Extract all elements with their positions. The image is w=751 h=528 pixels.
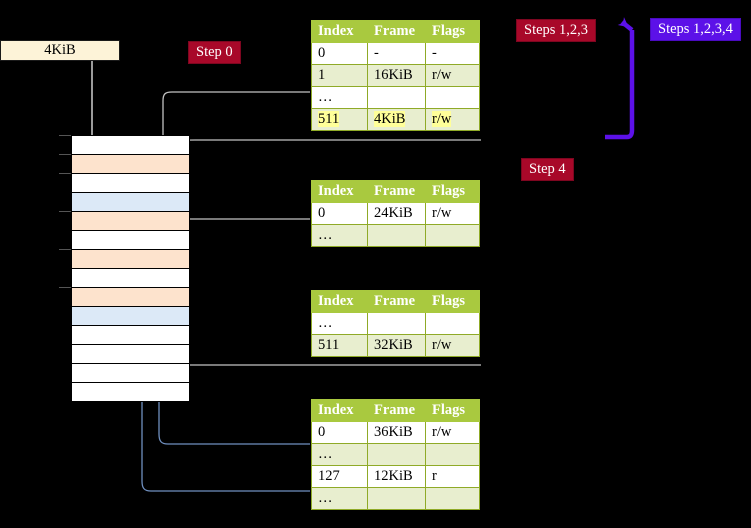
column-header-flags: Flags — [425, 180, 480, 203]
frame-size-label: 4KiB — [0, 40, 120, 61]
memory-tick — [59, 173, 71, 174]
cell-index: 1 — [311, 64, 368, 87]
badge-step-4: Step 4 — [521, 158, 574, 181]
column-header-flags: Flags — [425, 399, 480, 422]
cell-index: 127 — [311, 465, 368, 488]
cell-frame — [367, 487, 426, 510]
memory-tick — [59, 211, 71, 212]
cell-index: … — [311, 443, 368, 466]
cell-flags — [425, 487, 480, 510]
column-header-frame: Frame — [367, 290, 426, 313]
highlighted-value: r/w — [432, 111, 452, 127]
cell-frame: - — [367, 42, 426, 65]
cell-index: … — [311, 312, 368, 335]
cell-frame: 36KiB — [367, 421, 426, 444]
cell-frame — [367, 312, 426, 335]
memory-frame-row — [72, 344, 189, 363]
table-row: 511 4KiB r/w — [311, 108, 480, 131]
cell-frame — [367, 224, 426, 247]
table-row: 0-- — [311, 42, 480, 65]
column-header-frame: Frame — [367, 20, 426, 43]
memory-frame-row — [72, 325, 189, 344]
badge-steps-123: Steps 1,2,3 — [516, 19, 597, 42]
cell-frame — [367, 86, 426, 109]
cell-index: … — [311, 487, 368, 510]
physical-memory-column — [71, 135, 190, 402]
memory-frame-row — [72, 230, 189, 249]
table-row: … — [311, 443, 480, 466]
wire-steps1234-bracket — [605, 30, 635, 140]
cell-frame: 24KiB — [367, 202, 426, 225]
cell-flags: - — [425, 42, 480, 65]
memory-frame-row — [72, 268, 189, 287]
column-header-flags: Flags — [425, 20, 480, 43]
cell-flags: r/w — [425, 421, 480, 444]
cell-flags — [425, 224, 480, 247]
column-header-index: Index — [311, 180, 368, 203]
memory-frame-row — [72, 306, 189, 325]
column-header-flags: Flags — [425, 290, 480, 313]
badge-steps-1234: Steps 1,2,3,4 — [650, 18, 741, 41]
memory-tick — [59, 287, 71, 288]
memory-frame-row — [72, 363, 189, 382]
cell-index: … — [311, 224, 368, 247]
cell-frame: 32KiB — [367, 334, 426, 357]
memory-frame-row — [72, 173, 189, 192]
cell-flags: r/w — [425, 334, 480, 357]
table-row: … — [311, 487, 480, 510]
cell-flags — [425, 312, 480, 335]
cell-index: 511 — [311, 108, 368, 131]
badge-step-0: Step 0 — [188, 41, 241, 64]
column-header-index: Index — [311, 399, 368, 422]
column-header-index: Index — [311, 20, 368, 43]
memory-frame-row — [72, 211, 189, 230]
memory-frame-row — [72, 287, 189, 306]
cell-flags: r — [425, 465, 480, 488]
cell-index: … — [311, 86, 368, 109]
cell-index: 0 — [311, 202, 368, 225]
table-row: … — [311, 224, 480, 247]
table-row: … — [311, 86, 480, 109]
column-header-frame: Frame — [367, 180, 426, 203]
memory-frame-row — [72, 154, 189, 173]
cell-index: 0 — [311, 42, 368, 65]
cell-frame — [367, 443, 426, 466]
cell-flags — [425, 86, 480, 109]
cell-frame: 12KiB — [367, 465, 426, 488]
cell-flags — [425, 443, 480, 466]
memory-frame-row — [72, 249, 189, 268]
memory-frame-row — [72, 135, 189, 154]
memory-frame-row — [72, 192, 189, 211]
memory-tick — [59, 249, 71, 250]
memory-frame-row — [72, 382, 189, 401]
highlighted-value: 511 — [318, 111, 340, 127]
cell-index: 0 — [311, 421, 368, 444]
cell-index: 511 — [311, 334, 368, 357]
wire-t1r1-path — [162, 91, 481, 226]
wire-t4r0-path — [158, 333, 481, 445]
column-header-frame: Frame — [367, 399, 426, 422]
column-header-index: Index — [311, 290, 368, 313]
cell-flags: r/w — [425, 108, 480, 131]
cell-frame: 4KiB — [367, 108, 426, 131]
memory-tick — [59, 135, 71, 136]
cell-frame: 16KiB — [367, 64, 426, 87]
memory-tick — [59, 154, 71, 155]
wire-steps1234-arrowhead — [617, 17, 634, 32]
cell-flags: r/w — [425, 64, 480, 87]
wire-t4r127-path — [141, 215, 481, 492]
cell-flags: r/w — [425, 202, 480, 225]
highlighted-value: 4KiB — [374, 111, 406, 127]
table-row: … — [311, 312, 480, 335]
